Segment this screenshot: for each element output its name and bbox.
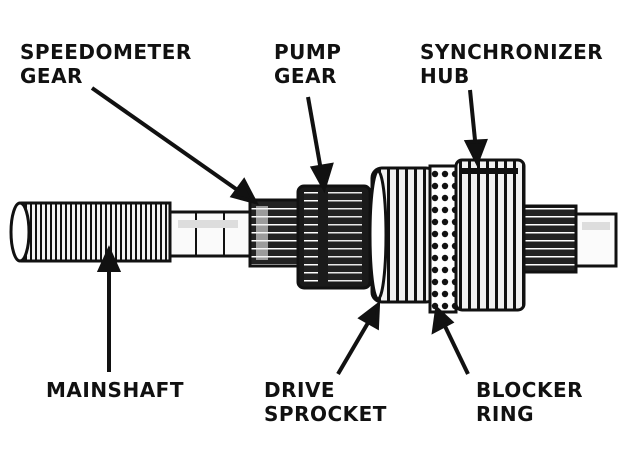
speedometer-gear-label-line-2: GEAR <box>20 64 83 88</box>
pump-gear-label: PUMP GEAR <box>274 40 341 88</box>
mainshaft-shape <box>9 201 252 263</box>
synchronizer-hub-label-line-1: SYNCHRONIZER <box>420 40 604 64</box>
synchronizer-hub-label-line-2: HUB <box>420 64 470 88</box>
pump-gear-shape <box>296 184 372 290</box>
synchronizer-hub-label: SYNCHRONIZER HUB <box>420 40 603 88</box>
mainshaft-leader <box>96 245 122 372</box>
leader-lines <box>90 86 488 376</box>
synchronizer-hub-shape <box>454 158 526 312</box>
pump-gear-leader <box>306 96 334 194</box>
mainshaft-label: MAINSHAFT <box>46 378 184 402</box>
blocker-ring-label: BLOCKER RING <box>476 378 583 426</box>
speedometer-gear-label: SPEEDOMETER GEAR <box>20 40 192 88</box>
blocker-ring-label-line-1: BLOCKER <box>476 378 584 402</box>
synchronizer-hub-leader <box>463 89 488 167</box>
pump-gear-label-line-2: GEAR <box>274 64 337 88</box>
blocker-ring-leader <box>431 304 470 375</box>
rear-shaft-end-shape <box>522 204 618 274</box>
speedometer-gear-shape <box>248 198 302 268</box>
speedometer-gear-label-line-1: SPEEDOMETER <box>20 40 192 64</box>
pump-gear-label-line-1: PUMP <box>274 40 342 64</box>
speedometer-gear-leader <box>90 86 259 206</box>
mainshaft-label-line-1: MAINSHAFT <box>46 378 184 402</box>
drive-sprocket-label: DRIVE SPROCKET <box>264 378 387 426</box>
drive-sprocket-shape <box>368 166 438 304</box>
blocker-ring-label-line-2: RING <box>476 402 534 426</box>
blocker-ring-shape <box>428 164 458 314</box>
drive-sprocket-label-line-1: DRIVE <box>264 378 336 402</box>
drive-sprocket-label-line-2: SPROCKET <box>264 402 387 426</box>
drive-sprocket-leader <box>336 300 381 376</box>
